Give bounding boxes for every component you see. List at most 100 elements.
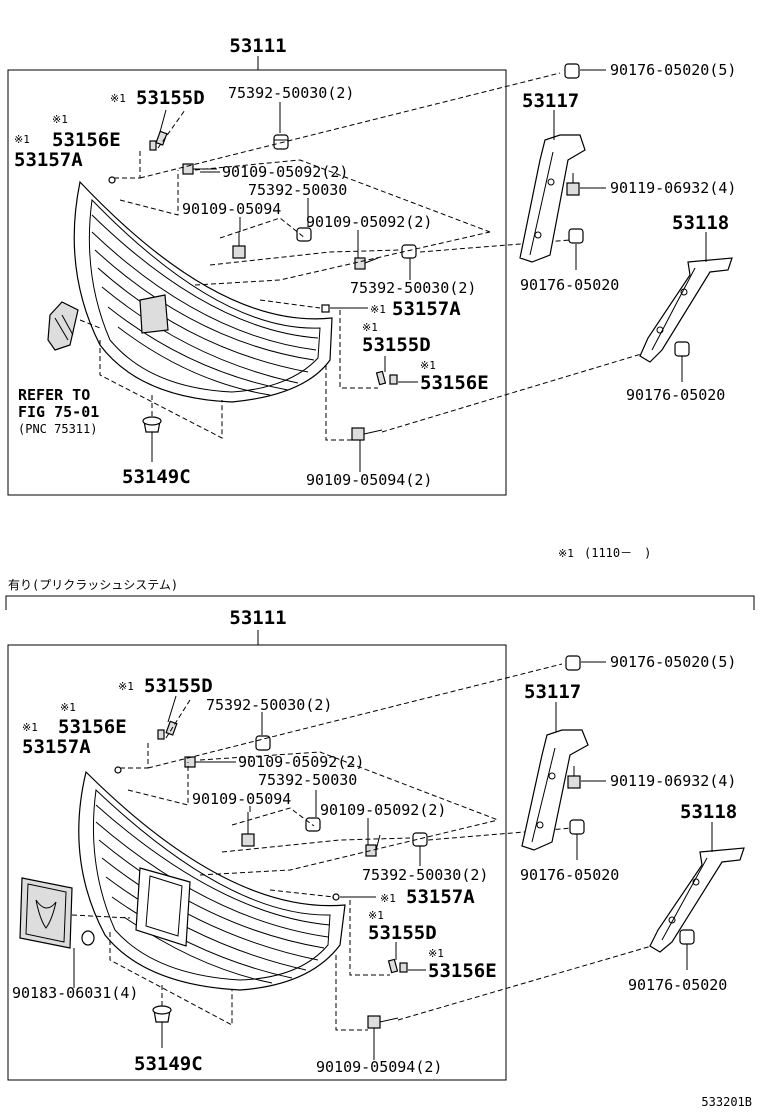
bolt-90119-b[interactable]: [567, 766, 581, 789]
radiator-grille-a[interactable]: [73, 180, 333, 403]
clip-90176-5-b[interactable]: [565, 655, 581, 671]
pin-53157A-b[interactable]: [114, 766, 122, 774]
label-90183-b[interactable]: 90183-06031(4): [12, 984, 138, 1002]
label-75392-2b-b[interactable]: 75392-50030(2): [362, 866, 488, 884]
screw-90109-092-a2[interactable]: [354, 257, 379, 270]
label-53157A-a[interactable]: 53157A: [14, 149, 83, 171]
bolt-90109-094-a2[interactable]: [351, 427, 383, 441]
bolt-90109-094-b1[interactable]: [241, 812, 255, 847]
bracket-53117-b[interactable]: [521, 729, 589, 851]
emblem-plate-b[interactable]: [19, 877, 73, 949]
label-53157A-b[interactable]: 53157A: [22, 736, 91, 758]
retainer-53149C-b[interactable]: [152, 1005, 172, 1023]
label-53118-b[interactable]: 53118: [680, 801, 737, 823]
label-53157A-r-b[interactable]: 53157A: [406, 886, 475, 908]
label-75392-b[interactable]: 75392-50030: [258, 771, 357, 789]
applicability-mark: ※1: [118, 680, 134, 693]
label-75392-a[interactable]: 75392-50030: [248, 181, 347, 199]
label-53156E-b[interactable]: 53156E: [58, 716, 127, 738]
nut-75392-b2[interactable]: [305, 817, 321, 832]
clip-90176-b1[interactable]: [569, 819, 585, 835]
bolt-90119-a[interactable]: [566, 173, 580, 196]
applicability-mark: ※1: [368, 909, 384, 922]
label-90176-a2[interactable]: 90176-05020: [626, 386, 725, 404]
clip-90176-5-a[interactable]: [564, 63, 580, 79]
label-90176-5-a[interactable]: 90176-05020(5): [610, 61, 736, 79]
bolt-90109-094-a1[interactable]: [232, 232, 246, 259]
radiator-grille-b[interactable]: [78, 770, 346, 991]
label-90176-5-b[interactable]: 90176-05020(5): [610, 653, 736, 671]
clip-53155D-r-b[interactable]: [387, 958, 399, 974]
applicability-mark: ※1: [22, 721, 38, 734]
applicability-mark: ※1: [110, 92, 126, 105]
retainer-53149C-a[interactable]: [142, 416, 162, 433]
label-53157A-r-a[interactable]: 53157A: [392, 298, 461, 320]
refer-line-3: (PNC 75311): [18, 422, 97, 436]
label-53156E-a[interactable]: 53156E: [52, 129, 121, 151]
label-90109-092-a1[interactable]: 90109-05092(2): [222, 163, 348, 181]
label-53155D-r-a[interactable]: 53155D: [362, 334, 431, 356]
label-53156E-r-a[interactable]: 53156E: [420, 372, 489, 394]
bracket-53118-a[interactable]: [639, 257, 733, 363]
clip-53155D-a[interactable]: [155, 130, 168, 146]
screw-90109-092-b2[interactable]: [365, 834, 381, 857]
label-90109-092-b2[interactable]: 90109-05092(2): [320, 801, 446, 819]
bolt-90109-094-b2[interactable]: [367, 1015, 399, 1029]
bracket-53118-b[interactable]: [649, 847, 745, 953]
nut-75392-a2[interactable]: [296, 227, 312, 242]
nut-75392-a1[interactable]: [273, 134, 289, 150]
clip-90176-a1[interactable]: [568, 228, 584, 244]
clip-53155D-b[interactable]: [165, 720, 178, 736]
refer-line-1: REFER TO: [18, 386, 90, 404]
emblem-part-a[interactable]: [47, 301, 79, 351]
label-90119-b[interactable]: 90119-06932(4): [610, 772, 736, 790]
label-53111-a[interactable]: 53111: [229, 35, 286, 57]
diagram-id: 533201B: [701, 1095, 752, 1109]
footnote-text: (1110－ ): [584, 546, 651, 560]
clip-90176-a2[interactable]: [674, 341, 690, 357]
clip-53156E-r-a[interactable]: [389, 374, 398, 385]
pin-53157A-r-a[interactable]: [321, 304, 330, 313]
applicability-mark: ※1: [14, 133, 30, 146]
label-90109-094-2-a[interactable]: 90109-05094(2): [306, 471, 432, 489]
label-53149C-b[interactable]: 53149C: [134, 1053, 203, 1075]
applicability-mark: ※1: [52, 113, 68, 126]
label-90176-a1[interactable]: 90176-05020: [520, 276, 619, 294]
clip-53156E-b[interactable]: [157, 729, 165, 740]
clip-90176-b2[interactable]: [679, 929, 695, 945]
label-75392-2-a[interactable]: 75392-50030(2): [228, 84, 354, 102]
label-53156E-r-b[interactable]: 53156E: [428, 960, 497, 982]
clip-53155D-r-a[interactable]: [375, 370, 387, 386]
label-53117-b[interactable]: 53117: [524, 681, 581, 703]
label-53155D-a[interactable]: 53155D: [136, 87, 205, 109]
nut-90183-b[interactable]: [81, 930, 95, 946]
section-a-frame: [7, 69, 507, 496]
pin-53157A-r-b[interactable]: [332, 893, 340, 901]
applicability-mark: ※1: [380, 892, 396, 905]
leader-lines-b: [71, 663, 656, 1031]
label-90176-b1[interactable]: 90176-05020: [520, 866, 619, 884]
bracket-53117-a[interactable]: [519, 134, 586, 263]
label-53111-b[interactable]: 53111: [229, 607, 286, 629]
label-75392-2-b[interactable]: 75392-50030(2): [206, 696, 332, 714]
label-53155D-r-b[interactable]: 53155D: [368, 922, 437, 944]
label-53155D-b[interactable]: 53155D: [144, 675, 213, 697]
clip-53156E-a[interactable]: [149, 140, 157, 151]
footnote-mark: ※1: [558, 547, 574, 560]
label-90176-b2[interactable]: 90176-05020: [628, 976, 727, 994]
pin-53157A-a[interactable]: [108, 176, 116, 184]
clip-53156E-r-b[interactable]: [399, 962, 408, 973]
label-90109-092-b1[interactable]: 90109-05092(2): [238, 753, 364, 771]
label-90109-092-a2[interactable]: 90109-05092(2): [306, 213, 432, 231]
label-53118-a[interactable]: 53118: [672, 212, 729, 234]
label-90109-094-2-b[interactable]: 90109-05094(2): [316, 1058, 442, 1076]
label-53117-a[interactable]: 53117: [522, 90, 579, 112]
label-75392-2b-a[interactable]: 75392-50030(2): [350, 279, 476, 297]
label-53149C-a[interactable]: 53149C: [122, 466, 191, 488]
label-90109-094-a[interactable]: 90109-05094: [182, 200, 281, 218]
section-a: 53111: [7, 35, 736, 496]
label-90109-094-b[interactable]: 90109-05094: [192, 790, 291, 808]
label-90119-a[interactable]: 90119-06932(4): [610, 179, 736, 197]
nut-75392-a3[interactable]: [401, 244, 417, 259]
